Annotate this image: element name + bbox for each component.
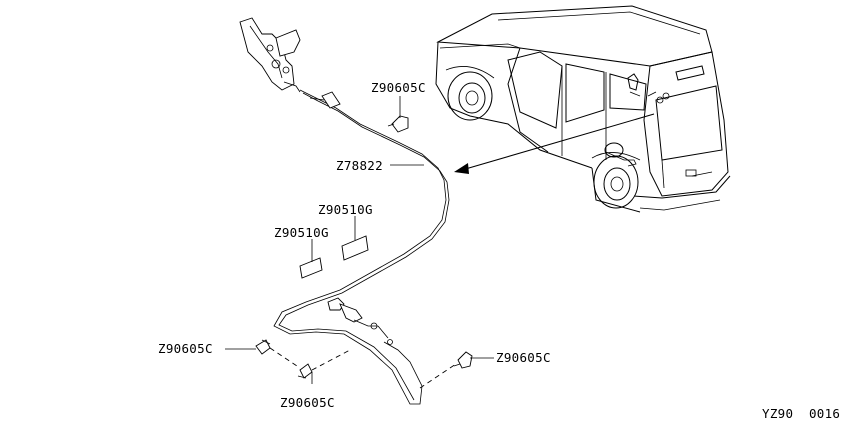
label-pad-lower: Z90510G [274, 225, 329, 240]
clip-bottom-part [297, 363, 313, 379]
location-arrow [454, 113, 655, 174]
label-clip-right: Z90605C [496, 350, 551, 365]
opener-lever-bracket [239, 17, 301, 93]
label-clip-bottom: Z90605C [280, 395, 335, 410]
label-clip-left: Z90605C [158, 341, 213, 356]
clip-top-part [387, 115, 409, 133]
clip-right-part [453, 351, 473, 369]
opener-cable [273, 89, 450, 405]
label-cable: Z78822 [336, 158, 383, 173]
pad-upper-part [341, 235, 369, 261]
pad-lower-part [299, 257, 323, 279]
label-clip-top: Z90605C [371, 80, 426, 95]
vehicle-illustration [435, 5, 731, 213]
diagram-code: YZ90 0016 [762, 406, 840, 421]
clip-left-part [255, 339, 271, 355]
label-pad-upper: Z90510G [318, 202, 373, 217]
leader-lines [225, 96, 494, 389]
